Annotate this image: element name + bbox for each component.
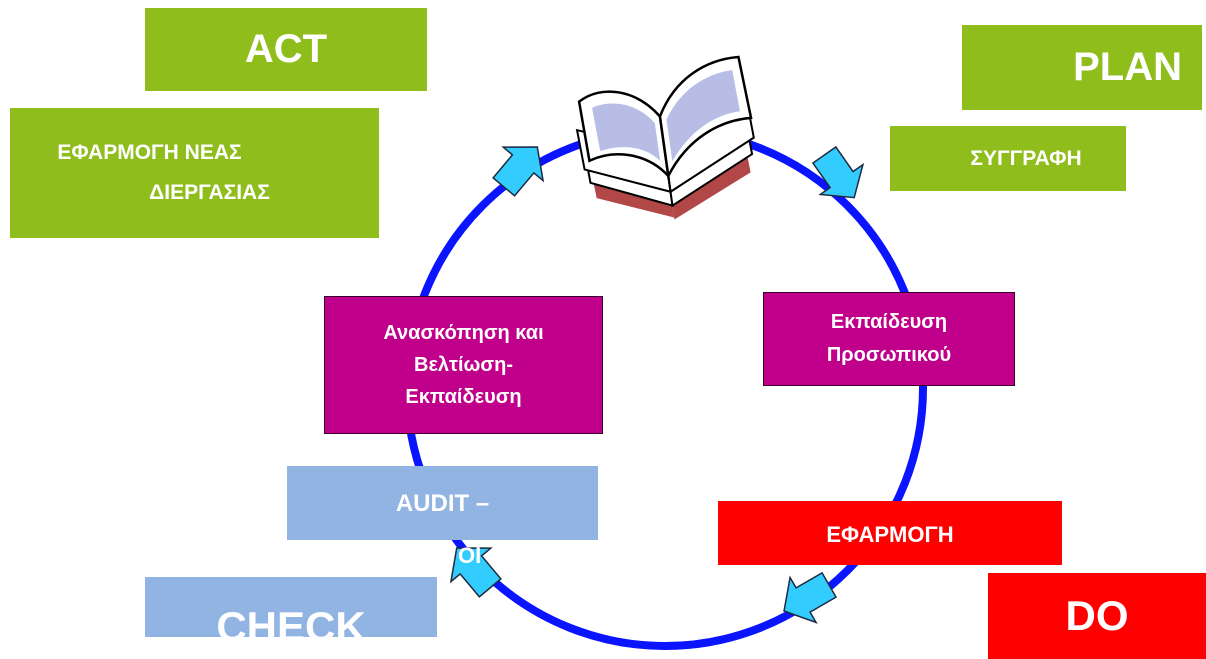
review-step-line: Εκπαίδευση bbox=[405, 386, 522, 408]
audit-overflow-text: OI bbox=[458, 543, 482, 568]
plan-label-text: PLAN bbox=[1073, 45, 1182, 89]
do-label-text: DO bbox=[1065, 592, 1129, 639]
cycle-arrow-icon bbox=[492, 146, 545, 197]
audit-step: AUDIT – bbox=[287, 466, 598, 540]
act-description-line: ΔΙΕΡΓΑΣΙΑΣ bbox=[149, 181, 270, 204]
do-label: DO bbox=[988, 573, 1206, 659]
check-label: CHECK bbox=[145, 577, 437, 637]
cycle-arrow-icon bbox=[783, 571, 838, 624]
training-step-line: Εκπαίδευση bbox=[830, 311, 948, 333]
review-step-line: Ανασκόπηση και bbox=[383, 322, 544, 344]
training-step: Εκπαίδευση Προσωπικού bbox=[763, 292, 1015, 386]
act-description: ΕΦΑΡΜΟΓΗ ΝΕΑΣ ΔΙΕΡΓΑΣΙΑΣ bbox=[10, 108, 379, 238]
act-description-line: ΕΦΑΡΜΟΓΗ ΝΕΑΣ bbox=[57, 141, 242, 164]
audit-step-text: AUDIT – bbox=[395, 490, 490, 517]
act-label-text: ACT bbox=[244, 27, 328, 71]
review-step-line: Βελτίωση- bbox=[414, 354, 513, 376]
plan-description: ΣΥΓΓΡΑΦΗ bbox=[890, 126, 1126, 191]
plan-description-text: ΣΥΓΓΡΑΦΗ bbox=[970, 146, 1082, 170]
open-book-icon bbox=[575, 55, 755, 220]
do-description: ΕΦΑΡΜΟΓΗ bbox=[718, 501, 1062, 565]
check-label-text: CHECK bbox=[216, 603, 366, 637]
cycle-arrow-icon bbox=[449, 547, 502, 598]
do-description-text: ΕΦΑΡΜΟΓΗ bbox=[826, 522, 954, 547]
training-step-line: Προσωπικού bbox=[826, 344, 952, 366]
plan-label: PLAN bbox=[962, 25, 1202, 110]
act-label: ACT bbox=[145, 8, 427, 91]
review-step: Ανασκόπηση και Βελτίωση- Εκπαίδευση bbox=[324, 296, 603, 434]
cycle-arrow-icon bbox=[811, 145, 865, 199]
